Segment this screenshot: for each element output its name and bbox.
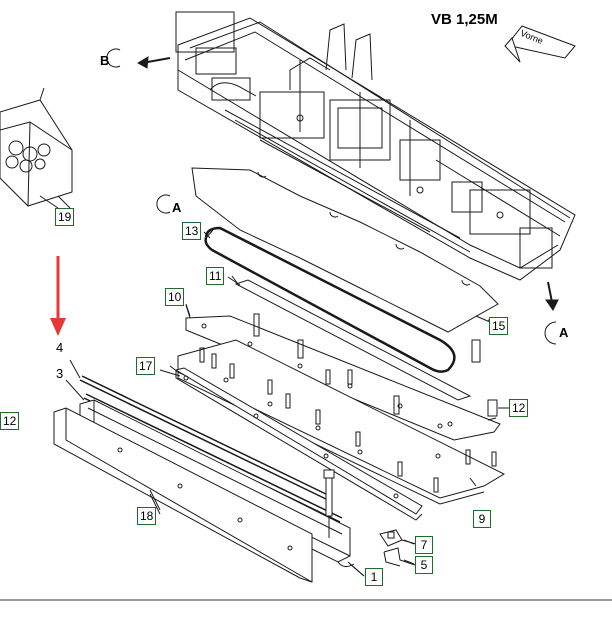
view-a-top-letter: A: [172, 200, 182, 215]
callout-19: 19: [55, 208, 75, 226]
diagram-title: VB 1,25M: [431, 11, 498, 28]
callout-12-left: 12: [0, 412, 20, 430]
parts-box: [0, 87, 73, 209]
rail-17: [159, 367, 423, 521]
callout-11: 11: [206, 267, 225, 285]
callout-9: 9: [473, 510, 491, 528]
callout-1: 1: [365, 568, 383, 586]
view-b-marker: [106, 48, 171, 69]
callout-5: 5: [415, 556, 433, 574]
bottom-rule: [0, 599, 612, 601]
callout-18: 18: [137, 507, 157, 525]
callout-15: 15: [489, 317, 509, 335]
label-4: 4: [56, 340, 64, 355]
callout-17: 17: [136, 357, 156, 375]
callout-13: 13: [182, 222, 202, 240]
red-indicator-arrow: [50, 256, 66, 336]
callout-7: 7: [415, 536, 433, 554]
rod-4: [69, 359, 331, 501]
cover-18: [53, 407, 313, 583]
view-a-bottom-letter: A: [559, 325, 569, 340]
label-3: 3: [56, 366, 64, 381]
callout-10: 10: [165, 288, 185, 306]
shaft: [323, 469, 335, 538]
clamp-7: [379, 529, 417, 547]
callout-12-right: 12: [509, 399, 529, 417]
pin-12: [487, 399, 510, 417]
view-a-top-marker: [156, 194, 171, 214]
seal-cord: [203, 226, 481, 373]
direction-badge: [504, 25, 576, 63]
view-b-letter: B: [100, 53, 110, 68]
view-a-bottom-marker: [544, 281, 559, 345]
machine-assembly: [175, 11, 576, 281]
